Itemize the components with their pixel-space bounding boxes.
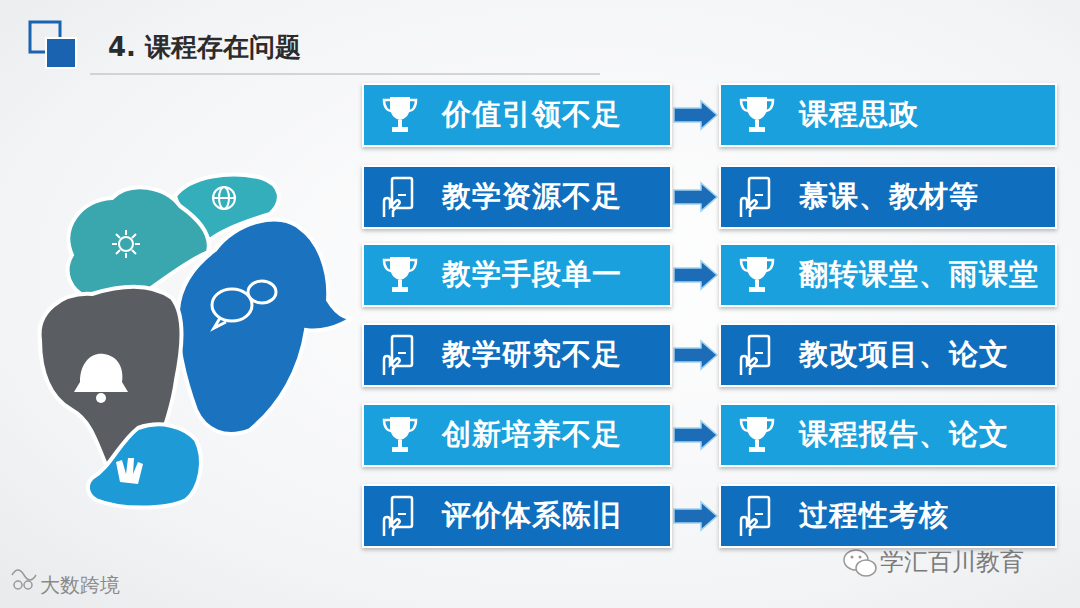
box-label: 教学资源不足 <box>442 177 622 217</box>
process-box: 教学手段单一 <box>362 243 672 307</box>
process-box: 课程报告、论文 <box>719 403 1057 467</box>
tablet-icon <box>380 333 420 377</box>
watermark: 大数跨境 <box>40 572 120 599</box>
arrow-connector <box>674 421 717 449</box>
trophy-icon <box>737 413 777 457</box>
box-label: 教学手段单一 <box>442 255 622 295</box>
logo-icon <box>12 570 36 589</box>
globe-icon <box>213 187 235 209</box>
process-box: 教学研究不足 <box>362 323 672 387</box>
title-rule <box>90 73 600 75</box>
process-box: 评价体系陈旧 <box>362 484 672 548</box>
watermark: 学汇百川教育 <box>880 546 1024 578</box>
box-label: 过程性考核 <box>799 496 949 536</box>
process-box: 教学资源不足 <box>362 165 672 229</box>
process-box: 价值引领不足 <box>362 83 672 147</box>
trophy-icon <box>737 253 777 297</box>
sun-icon <box>112 230 140 258</box>
arrow-connector <box>674 101 717 129</box>
process-box: 课程思政 <box>719 83 1057 147</box>
process-box: 创新培养不足 <box>362 403 672 467</box>
box-label: 价值引领不足 <box>442 95 622 135</box>
arrow-connector <box>674 341 717 369</box>
arrow-connector <box>674 502 717 530</box>
box-label: 评价体系陈旧 <box>442 496 622 536</box>
tablet-icon <box>737 494 777 538</box>
box-label: 翻转课堂、雨课堂 <box>799 255 1039 295</box>
tablet-icon <box>737 175 777 219</box>
box-label: 课程报告、论文 <box>799 415 1009 455</box>
process-box: 翻转课堂、雨课堂 <box>719 243 1057 307</box>
box-label: 慕课、教材等 <box>799 177 979 217</box>
box-label: 课程思政 <box>799 95 919 135</box>
brain-lobe <box>88 424 201 507</box>
title-square <box>46 38 76 68</box>
box-label: 教学研究不足 <box>442 335 622 375</box>
trophy-icon <box>380 93 420 137</box>
arrow-connector <box>674 261 717 289</box>
brain-lobe <box>177 219 352 433</box>
tablet-icon <box>737 333 777 377</box>
wechat-icon <box>844 550 876 576</box>
trophy-icon <box>380 413 420 457</box>
box-label: 创新培养不足 <box>442 415 622 455</box>
trophy-icon <box>737 93 777 137</box>
bell-icon <box>74 354 128 403</box>
box-label: 教改项目、论文 <box>799 335 1009 375</box>
tablet-icon <box>380 175 420 219</box>
trophy-icon <box>380 253 420 297</box>
glove-icon <box>116 458 143 484</box>
chat-icon <box>212 281 276 328</box>
arrow-connector <box>674 183 717 211</box>
slide-title: 4. 课程存在问题 <box>108 30 301 65</box>
tablet-icon <box>380 494 420 538</box>
